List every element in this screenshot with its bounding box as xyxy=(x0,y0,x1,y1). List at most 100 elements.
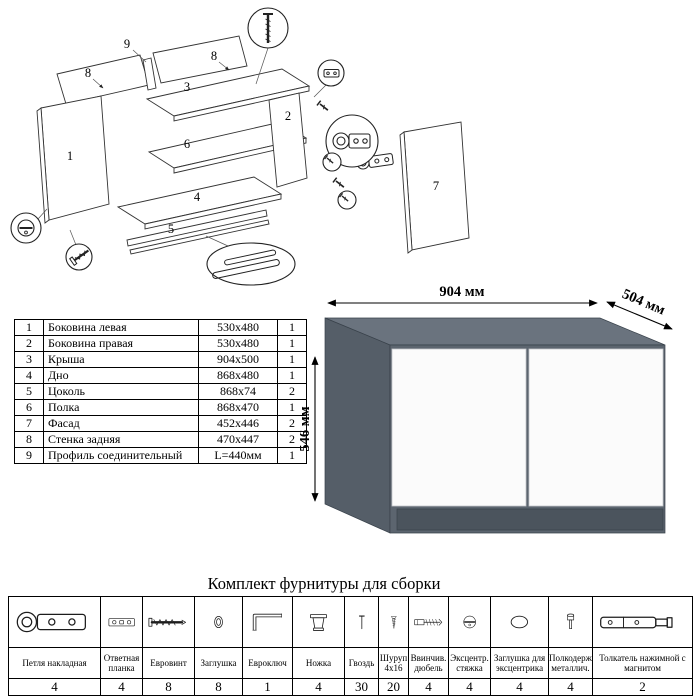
hardware-icon-cell xyxy=(448,596,491,648)
part-number-cell: 4 xyxy=(14,367,44,384)
part-name-cell: Боковина левая xyxy=(43,319,199,336)
hardware-icon-cell xyxy=(548,596,593,648)
hardware-icon-cell xyxy=(408,596,449,648)
hardware-label-cell: Шуруп 4x16 xyxy=(378,647,409,679)
back-panel-left xyxy=(56,54,150,105)
label-part-7: 7 xyxy=(433,179,439,193)
hardware-icon-cell xyxy=(344,596,379,648)
hardware-label-cell: Толкатель нажимной с магнитом xyxy=(592,647,693,679)
hardware-qty-cell: 20 xyxy=(378,678,409,696)
hardware-label-cell: Ввинчив. дюбель xyxy=(408,647,449,679)
hardware-icon-cell xyxy=(100,596,143,648)
label-part-1: 1 xyxy=(67,149,73,163)
dimension-arrows xyxy=(311,299,673,502)
hardware-label-cell: Ответная планка xyxy=(100,647,143,679)
part-name-cell: Цоколь xyxy=(43,383,199,400)
hardware-icon-row xyxy=(8,596,693,648)
screw-glyph xyxy=(332,176,347,191)
hardware-icon-cell xyxy=(142,596,195,648)
hardware-icon-cell xyxy=(292,596,345,648)
callout-plate xyxy=(317,59,345,87)
label-part-6: 6 xyxy=(184,137,190,151)
label-part-8b: 8 xyxy=(211,49,217,63)
screw-icon xyxy=(390,616,397,629)
hardware-qty-cell: 8 xyxy=(194,678,243,696)
hardware-label-cell: Эксцентр. стяжка xyxy=(448,647,491,679)
part-size-cell: 470x447 xyxy=(198,431,278,448)
plate-glyph xyxy=(323,69,340,78)
callout-circles xyxy=(10,7,379,286)
hardware-icon-cell xyxy=(194,596,243,648)
door-panel-edge xyxy=(399,131,413,254)
euroscrew-glyph xyxy=(69,249,90,266)
hardware-label-row: Петля накладная Ответная планка Евровинт… xyxy=(8,647,693,679)
hardware-label-cell: Евровинт xyxy=(142,647,195,679)
part-number-cell: 2 xyxy=(14,335,44,352)
label-part-5: 5 xyxy=(168,222,174,236)
part-number-cell: 9 xyxy=(14,447,44,464)
hardware-icon-cell xyxy=(8,596,101,648)
callout-hinge-detail xyxy=(325,114,379,168)
cabinet-door-left xyxy=(391,348,527,507)
hardware-icon-cell xyxy=(242,596,293,648)
profile-glyph xyxy=(212,249,280,279)
part-qty-cell: 1 xyxy=(277,351,307,368)
hardware-label-cell: Евроключ xyxy=(242,647,293,679)
part-size-cell: 530x480 xyxy=(198,319,278,336)
hardware-icon-cell xyxy=(378,596,409,648)
label-part-4: 4 xyxy=(194,190,201,204)
hardware-qty-cell: 4 xyxy=(8,678,101,696)
hardware-icon-cell xyxy=(592,596,693,648)
part-number-labels: 9 8 8 3 6 4 5 1 2 7 xyxy=(67,37,439,236)
side-panel-left xyxy=(40,95,110,221)
screw-glyph xyxy=(316,99,331,114)
top-panel-edge xyxy=(173,85,310,122)
hardware-label-cell: Полкодерж. металлич. xyxy=(548,647,593,679)
hardware-qty-cell: 4 xyxy=(408,678,449,696)
nail-icon xyxy=(358,615,365,630)
hardware-qty-cell: 8 xyxy=(142,678,195,696)
hardware-label-cell: Петля накладная xyxy=(8,647,101,679)
shelf-support-icon xyxy=(567,613,574,630)
strike-plate-icon xyxy=(108,618,135,627)
label-part-3: 3 xyxy=(184,80,190,94)
part-qty-cell: 1 xyxy=(277,447,307,464)
exploded-view-diagram: 9 8 8 3 6 4 5 1 2 7 xyxy=(10,7,470,286)
leader-lines xyxy=(37,47,362,247)
part-name-cell: Боковина правая xyxy=(43,335,199,352)
hardware-label-cell: Ножка xyxy=(292,647,345,679)
exploded-panels xyxy=(36,35,470,255)
part-size-cell: 868x480 xyxy=(198,367,278,384)
callout-contents xyxy=(17,13,371,279)
plinth-back xyxy=(129,219,270,255)
push-opener-icon xyxy=(600,616,673,629)
part-size-cell: 530x480 xyxy=(198,335,278,352)
label-part-8a: 8 xyxy=(85,66,91,80)
label-part-9: 9 xyxy=(124,37,130,51)
hardware-table: Петля накладная Ответная планка Евровинт… xyxy=(8,596,693,696)
hex-key-icon xyxy=(252,613,282,631)
side-panel-left-edge xyxy=(36,107,50,224)
part-number-cell: 5 xyxy=(14,383,44,400)
hardware-icon-cell xyxy=(490,596,549,648)
leg-icon xyxy=(310,614,327,631)
hardware-qty-cell: 30 xyxy=(344,678,379,696)
cabinet-plinth xyxy=(396,508,664,531)
plinth-front xyxy=(126,209,268,247)
hardware-kit-title: Комплект фурнитуры для сборки xyxy=(207,574,441,593)
screw-dowel-icon xyxy=(414,618,442,626)
height-dimension-label: 546 мм xyxy=(300,406,313,451)
part-size-cell: 868x470 xyxy=(198,399,278,416)
cam-cap-icon xyxy=(510,615,529,629)
part-name-cell: Крыша xyxy=(43,351,199,368)
cam-glyph xyxy=(17,219,35,237)
part-number-cell: 7 xyxy=(14,415,44,432)
